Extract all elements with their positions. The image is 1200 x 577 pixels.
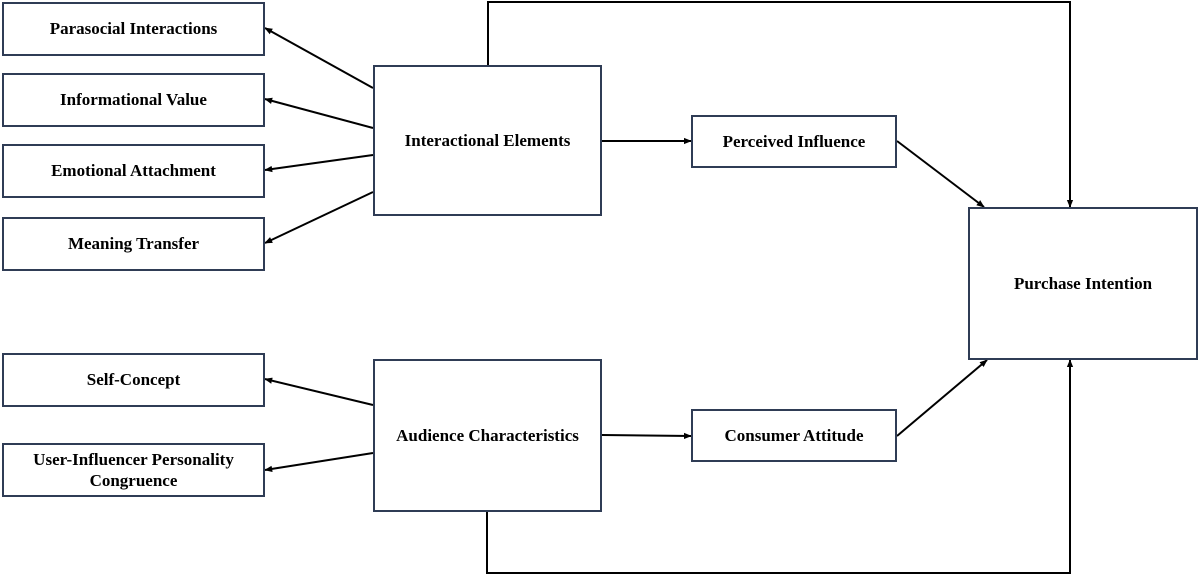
node-label: Parasocial Interactions	[49, 19, 218, 39]
node-label: Consumer Attitude	[724, 425, 864, 445]
node-informational-value: Informational Value	[2, 73, 265, 127]
arrow-interactional-to-emotional	[264, 154, 374, 173]
node-perceived-influence: Perceived Influence	[691, 115, 897, 168]
arrow-interactional-to-purchase	[487, 1, 1074, 208]
node-purchase-intention: Purchase Intention	[968, 207, 1198, 360]
node-consumer-attitude: Consumer Attitude	[691, 409, 897, 462]
node-audience-characteristics: Audience Characteristics	[373, 359, 602, 512]
arrow-audience-to-purchase	[486, 359, 1074, 574]
node-interactional-elements: Interactional Elements	[373, 65, 602, 216]
node-user-influencer-congruence: User-Influencer Personality Congruence	[2, 443, 265, 497]
node-emotional-attachment: Emotional Attachment	[2, 144, 265, 198]
node-label: Perceived Influence	[722, 131, 866, 151]
node-label: Purchase Intention	[1013, 273, 1153, 293]
node-label: Meaning Transfer	[67, 234, 200, 254]
arrow-interactional-to-parasocial	[264, 27, 374, 89]
node-meaning-transfer: Meaning Transfer	[2, 217, 265, 271]
arrow-interactional-to-informational	[264, 97, 374, 129]
arrow-audience-to-consumer	[601, 432, 692, 440]
arrow-consumer-to-purchase	[896, 359, 988, 437]
arrow-audience-to-congruence	[264, 452, 374, 473]
arrow-perceived-to-purchase	[896, 140, 985, 208]
node-parasocial-interactions: Parasocial Interactions	[2, 2, 265, 56]
node-label: Informational Value	[60, 90, 207, 110]
node-self-concept: Self-Concept	[2, 353, 265, 407]
node-label: Emotional Attachment	[51, 161, 216, 181]
node-label: Interactional Elements	[404, 130, 571, 150]
node-label: Audience Characteristics	[396, 425, 579, 445]
arrow-audience-to-self-concept	[264, 377, 374, 406]
node-label: User-Influencer Personality Congruence	[33, 449, 234, 490]
arrow-interactional-to-meaning	[264, 191, 374, 244]
node-label: Self-Concept	[86, 370, 181, 390]
